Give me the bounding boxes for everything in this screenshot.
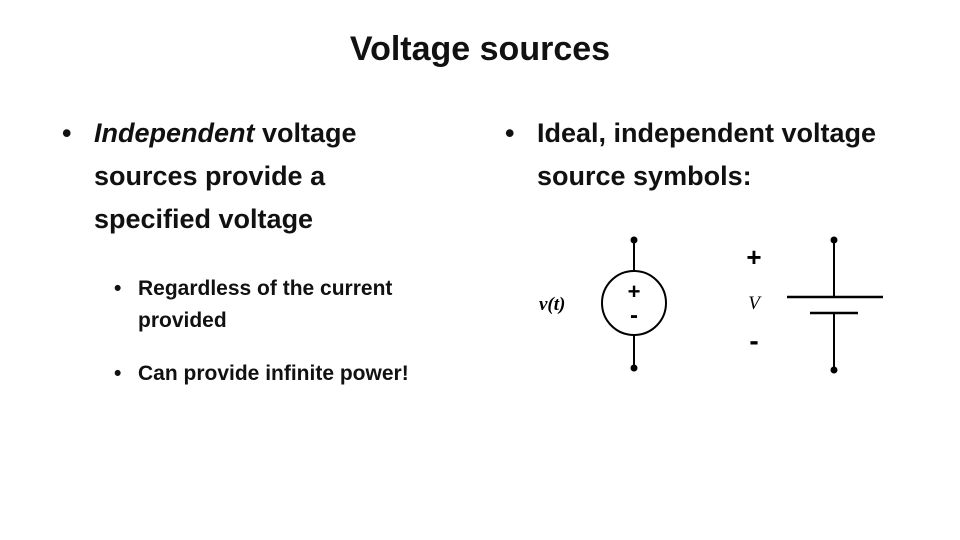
battery-value-label: V — [748, 293, 762, 314]
source-plus-sign: + — [628, 279, 641, 304]
battery-minus-sign: - — [749, 325, 758, 356]
bullet-emphasis: Independent — [94, 118, 255, 148]
sub-bullet-regardless: Regardless of the current provided — [114, 273, 432, 337]
battery-symbol: + V - — [746, 236, 883, 374]
voltage-source-symbols-diagram: + - v(t) + V - — [539, 236, 883, 374]
source-minus-sign: - — [630, 302, 638, 329]
battery-bottom-terminal — [830, 366, 838, 374]
left-column: Independent voltage sources provide a sp… — [62, 112, 432, 390]
source-top-terminal — [630, 236, 638, 244]
right-column: Ideal, independent voltage source symbol… — [505, 112, 925, 198]
bullet-source-symbols: Ideal, independent voltage source symbol… — [505, 112, 925, 198]
bullet-independent-sources: Independent voltage sources provide a sp… — [62, 112, 432, 241]
source-value-label: v(t) — [539, 294, 565, 315]
battery-plus-sign: + — [746, 242, 761, 272]
bullet-text: voltage sources provide a specified volt… — [94, 118, 357, 234]
slide-title: Voltage sources — [349, 30, 611, 68]
source-bottom-terminal — [630, 364, 638, 372]
sub-bullet-infinite-power: Can provide infinite power! — [114, 358, 432, 390]
independent-source-symbol: + - v(t) — [539, 236, 667, 372]
